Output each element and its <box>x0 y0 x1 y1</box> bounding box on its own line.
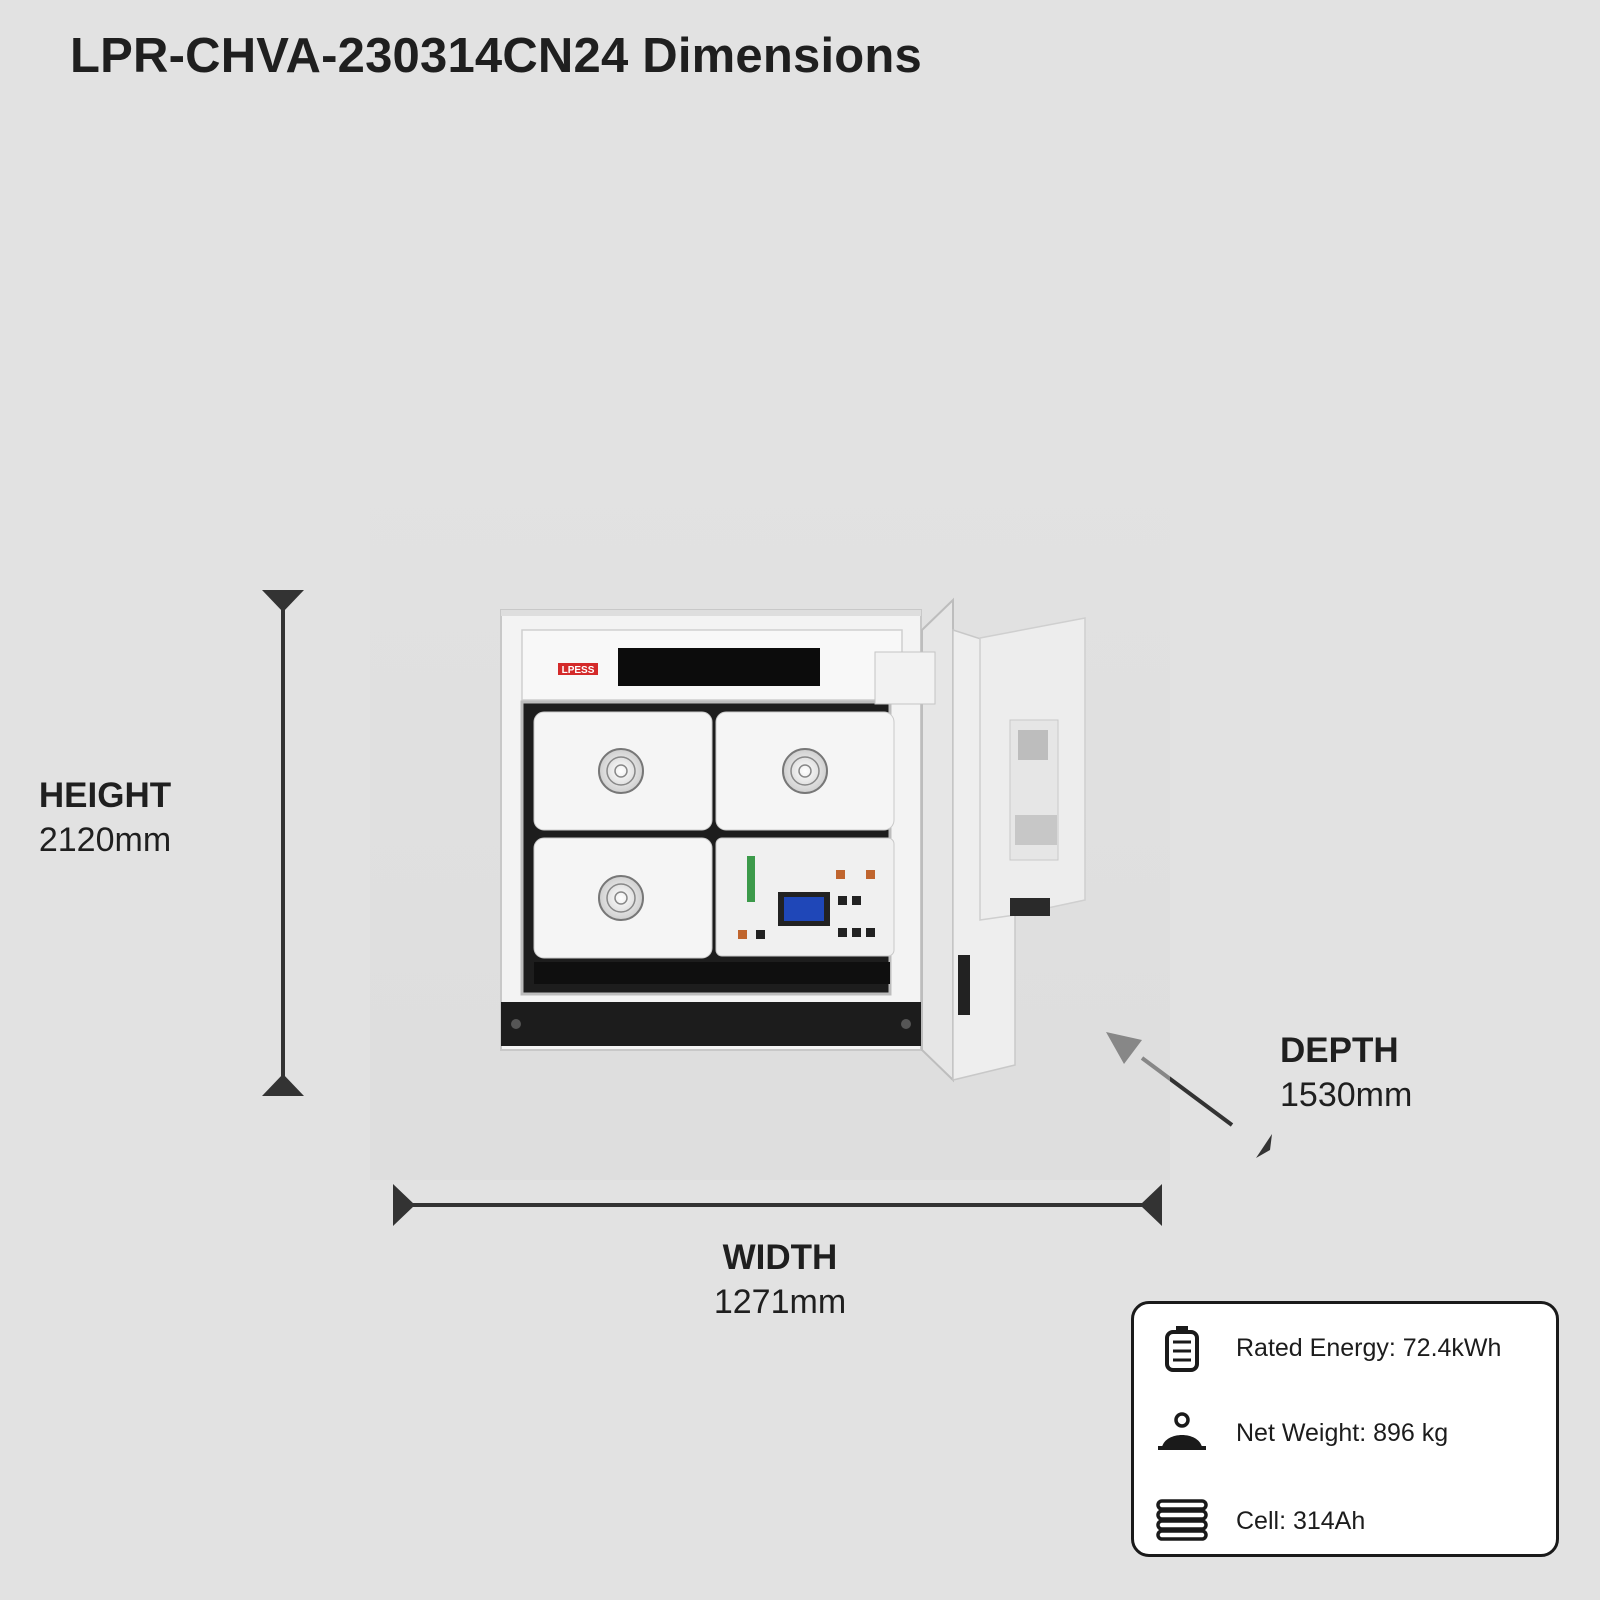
battery-module-1 <box>533 711 713 831</box>
spec-row-rated-energy: Rated Energy: 72.4kWh <box>1156 1320 1546 1376</box>
control-screen <box>784 897 824 921</box>
spec-text-rated-energy: Rated Energy: 72.4kWh <box>1236 1333 1502 1362</box>
cabinet-door <box>874 597 1086 1083</box>
height-arrow <box>262 590 304 1096</box>
height-value: 2120mm <box>38 821 172 859</box>
spec-text-cell: Cell: 314Ah <box>1236 1506 1366 1535</box>
depth-label: DEPTH 1530mm <box>1280 1030 1412 1120</box>
spec-row-net-weight: Net Weight: 896 kg <box>1156 1405 1546 1461</box>
depth-name: DEPTH <box>1280 1031 1399 1070</box>
brand-logo-text: LPESS <box>562 665 595 676</box>
width-name: WIDTH <box>722 1238 838 1277</box>
page-title: LPR-CHVA-230314CN24 Dimensions <box>70 29 922 83</box>
control-panel <box>715 837 895 957</box>
spec-row-cell: Cell: 314Ah <box>1156 1493 1546 1549</box>
battery-module-2 <box>715 711 895 831</box>
spec-text-net-weight: Net Weight: 896 kg <box>1236 1418 1449 1447</box>
depth-value: 1530mm <box>1280 1076 1413 1114</box>
weight-icon <box>1158 1412 1206 1450</box>
cabinet-body: LPESS <box>500 609 922 1051</box>
cell-stack-icon <box>1156 1499 1208 1541</box>
cabinet-base <box>501 1002 921 1046</box>
cabinet-image: LPESS <box>370 420 1170 1180</box>
spec-card: Rated Energy: 72.4kWh Net Weight: 896 kg… <box>1131 1301 1559 1557</box>
width-value: 1271mm <box>713 1283 847 1321</box>
brand-logo <box>558 663 598 675</box>
top-display <box>618 648 820 686</box>
width-arrow <box>393 1184 1162 1226</box>
height-name: HEIGHT <box>38 776 172 815</box>
width-label: WIDTH 1271mm <box>680 1237 880 1327</box>
battery-icon <box>1165 1326 1199 1372</box>
battery-module-3 <box>533 837 713 959</box>
height-label: HEIGHT 2120mm <box>20 775 190 865</box>
